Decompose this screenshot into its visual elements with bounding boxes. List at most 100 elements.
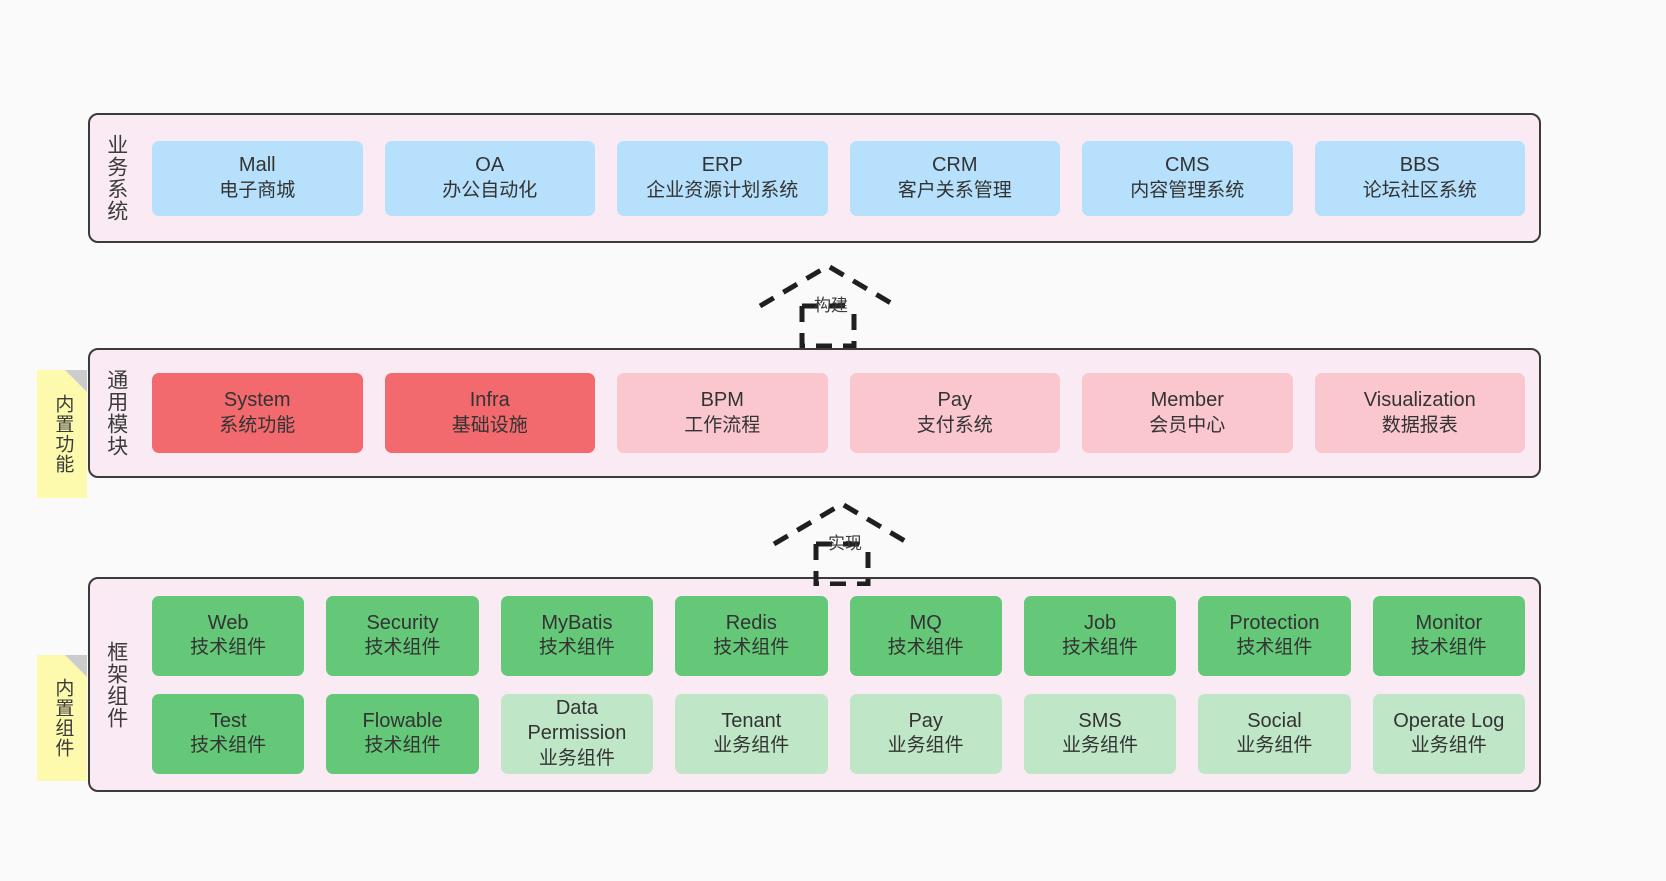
card-oa-subtitle: 办公自动化 bbox=[442, 179, 538, 201]
card-cms-subtitle: 内容管理系统 bbox=[1130, 179, 1245, 201]
card-web-subtitle: 技术组件 bbox=[190, 637, 267, 659]
card-sms-subtitle: 业务组件 bbox=[1062, 735, 1139, 757]
connector-implement: 实现 bbox=[766, 496, 926, 587]
card-monitor-subtitle: 技术组件 bbox=[1410, 637, 1487, 659]
card-bpm[interactable]: BPM 工作流程 bbox=[617, 373, 828, 453]
card-bbs[interactable]: BBS 论坛社区系统 bbox=[1314, 140, 1525, 216]
layer-business-systems: 业务系统 Mall 电子商城 OA 办公自动化 ERP 企业资源计划系统 CRM… bbox=[88, 113, 1541, 243]
card-erp-subtitle: 企业资源计划系统 bbox=[646, 179, 799, 201]
card-sms-title: SMS bbox=[1078, 709, 1122, 732]
card-infra-subtitle: 基础设施 bbox=[451, 414, 528, 436]
card-test-title: Test bbox=[209, 709, 247, 732]
connector-build-label: 构建 bbox=[814, 296, 848, 315]
framework-biz-row: Test 技术组件 Flowable 技术组件 Data Permission … bbox=[152, 693, 1525, 774]
card-redis[interactable]: Redis 技术组件 bbox=[675, 595, 828, 676]
card-tenant-title: Tenant bbox=[721, 709, 782, 732]
card-pay-module-title: Pay bbox=[937, 389, 972, 412]
card-job-title: Job bbox=[1083, 611, 1117, 634]
card-system-title: System bbox=[223, 389, 291, 412]
card-web-title: Web bbox=[207, 611, 249, 634]
card-flowable-title: Flowable bbox=[362, 709, 443, 732]
card-pay-module-subtitle: 支付系统 bbox=[916, 414, 993, 436]
card-test-subtitle: 技术组件 bbox=[190, 735, 267, 757]
card-system[interactable]: System 系统功能 bbox=[152, 373, 363, 453]
card-test[interactable]: Test 技术组件 bbox=[152, 693, 305, 774]
card-security[interactable]: Security 技术组件 bbox=[326, 595, 479, 676]
card-infra-title: Infra bbox=[469, 389, 510, 412]
layer-body-modules: System 系统功能 Infra 基础设施 BPM 工作流程 Pay 支付系统… bbox=[138, 350, 1539, 476]
card-operate-log-title: Operate Log bbox=[1393, 709, 1505, 732]
note-builtin-features: 内置功能 bbox=[37, 370, 87, 498]
note-fold-corner-icon bbox=[65, 370, 87, 392]
card-cms[interactable]: CMS 内容管理系统 bbox=[1082, 140, 1293, 216]
card-sms[interactable]: SMS 业务组件 bbox=[1023, 693, 1177, 774]
note-fold-corner-icon bbox=[65, 655, 87, 677]
card-bpm-title: BPM bbox=[700, 389, 744, 412]
card-data-permission-title: Data Permission bbox=[527, 696, 627, 745]
build-arrow-glyph bbox=[758, 263, 898, 349]
card-visualization[interactable]: Visualization 数据报表 bbox=[1314, 373, 1525, 453]
card-mq[interactable]: MQ 技术组件 bbox=[849, 595, 1002, 676]
card-oa-title: OA bbox=[475, 154, 505, 177]
card-protection[interactable]: Protection 技术组件 bbox=[1198, 595, 1351, 676]
layer-title-framework: 框架组件 bbox=[104, 640, 128, 729]
layer-common-modules: 通用模块 System 系统功能 Infra 基础设施 BPM 工作流程 Pay… bbox=[88, 348, 1541, 478]
layer-title-business: 业务系统 bbox=[104, 134, 128, 222]
card-member[interactable]: Member 会员中心 bbox=[1082, 373, 1293, 453]
card-mq-title: MQ bbox=[909, 611, 942, 634]
card-tenant-subtitle: 业务组件 bbox=[713, 735, 790, 757]
card-infra[interactable]: Infra 基础设施 bbox=[384, 373, 595, 453]
layer-title-modules: 通用模块 bbox=[104, 369, 128, 457]
card-member-subtitle: 会员中心 bbox=[1149, 414, 1226, 436]
framework-tech-row: Web 技术组件 Security 技术组件 MyBatis 技术组件 Redi… bbox=[152, 595, 1525, 676]
connector-implement-label: 实现 bbox=[828, 534, 862, 553]
note-builtin-features-label: 内置功能 bbox=[52, 394, 74, 474]
layer-body-business: Mall 电子商城 OA 办公自动化 ERP 企业资源计划系统 CRM 客户关系… bbox=[138, 115, 1539, 241]
card-tenant[interactable]: Tenant 业务组件 bbox=[675, 693, 828, 774]
card-operate-log[interactable]: Operate Log 业务组件 bbox=[1372, 693, 1525, 774]
card-protection-subtitle: 技术组件 bbox=[1236, 637, 1313, 659]
card-crm[interactable]: CRM 客户关系管理 bbox=[849, 140, 1060, 216]
business-systems-row: Mall 电子商城 OA 办公自动化 ERP 企业资源计划系统 CRM 客户关系… bbox=[152, 140, 1525, 216]
card-monitor[interactable]: Monitor 技术组件 bbox=[1372, 595, 1525, 676]
layer-body-framework: Web 技术组件 Security 技术组件 MyBatis 技术组件 Redi… bbox=[138, 579, 1539, 790]
card-social-subtitle: 业务组件 bbox=[1236, 735, 1313, 757]
card-mall[interactable]: Mall 电子商城 bbox=[152, 140, 363, 216]
card-operate-log-subtitle: 业务组件 bbox=[1410, 735, 1487, 757]
card-oa[interactable]: OA 办公自动化 bbox=[384, 140, 595, 216]
card-flowable[interactable]: Flowable 技术组件 bbox=[326, 693, 479, 774]
card-pay-component[interactable]: Pay 业务组件 bbox=[849, 693, 1002, 774]
card-job-subtitle: 技术组件 bbox=[1062, 637, 1139, 659]
note-builtin-components-label: 内置组件 bbox=[52, 678, 74, 758]
card-crm-title: CRM bbox=[931, 154, 978, 177]
card-web[interactable]: Web 技术组件 bbox=[152, 595, 305, 676]
card-data-permission[interactable]: Data Permission 业务组件 bbox=[500, 693, 654, 774]
connector-build: 构建 bbox=[752, 258, 912, 349]
card-redis-subtitle: 技术组件 bbox=[713, 637, 790, 659]
card-bpm-subtitle: 工作流程 bbox=[684, 414, 761, 436]
layer-framework-components: 框架组件 Web 技术组件 Security 技术组件 MyBatis 技术组件… bbox=[88, 577, 1541, 792]
card-flowable-subtitle: 技术组件 bbox=[364, 735, 441, 757]
card-redis-title: Redis bbox=[725, 611, 777, 634]
common-modules-row: System 系统功能 Infra 基础设施 BPM 工作流程 Pay 支付系统… bbox=[152, 373, 1525, 453]
card-erp-title: ERP bbox=[701, 154, 743, 177]
card-mq-subtitle: 技术组件 bbox=[887, 637, 964, 659]
note-builtin-components: 内置组件 bbox=[37, 655, 87, 781]
card-mall-title: Mall bbox=[238, 154, 276, 177]
card-social[interactable]: Social 业务组件 bbox=[1198, 693, 1351, 774]
card-mybatis[interactable]: MyBatis 技术组件 bbox=[500, 595, 654, 676]
card-mall-subtitle: 电子商城 bbox=[219, 179, 296, 201]
card-data-permission-subtitle: 业务组件 bbox=[538, 747, 615, 769]
card-erp[interactable]: ERP 企业资源计划系统 bbox=[617, 140, 828, 216]
card-protection-title: Protection bbox=[1229, 611, 1320, 634]
card-mybatis-title: MyBatis bbox=[541, 611, 613, 634]
card-monitor-title: Monitor bbox=[1415, 611, 1483, 634]
card-pay-module[interactable]: Pay 支付系统 bbox=[849, 373, 1060, 453]
card-pay-component-title: Pay bbox=[908, 709, 943, 732]
card-security-subtitle: 技术组件 bbox=[364, 637, 441, 659]
card-bbs-title: BBS bbox=[1399, 154, 1440, 177]
card-system-subtitle: 系统功能 bbox=[219, 414, 296, 436]
card-visualization-title: Visualization bbox=[1363, 389, 1476, 412]
card-job[interactable]: Job 技术组件 bbox=[1023, 595, 1177, 676]
